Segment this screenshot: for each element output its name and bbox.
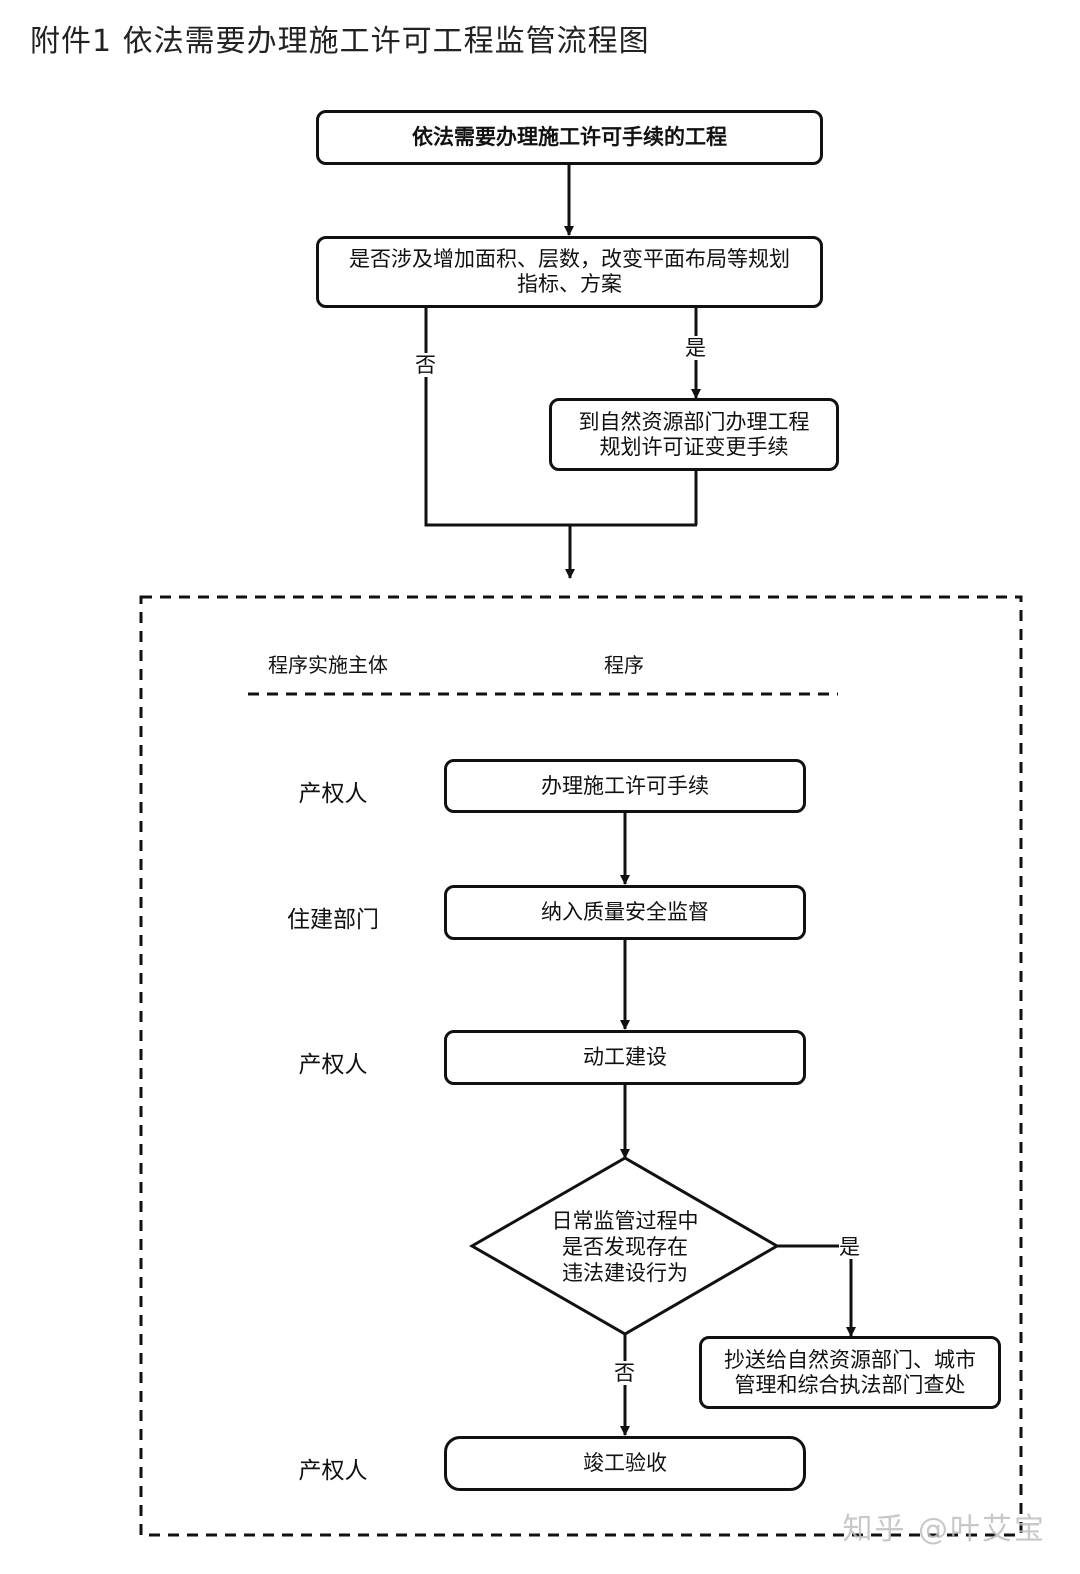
actor-construction: 产权人	[298, 1052, 368, 1078]
node-acceptance: 竣工验收	[444, 1436, 806, 1491]
actor-acceptance: 产权人	[298, 1458, 368, 1484]
node-construction: 动工建设	[444, 1030, 806, 1085]
edge-label-decision2-no: 否	[614, 1361, 635, 1385]
line-decision1-no	[424, 308, 697, 527]
header-procedure: 程序	[604, 653, 644, 677]
node-quality: 纳入质量安全监督	[444, 885, 806, 940]
node-report: 抄送给自然资源部门、城市 管理和综合执法部门查处	[699, 1336, 1001, 1409]
procedure-container	[139, 595, 1023, 1537]
actor-quality: 住建部门	[287, 907, 379, 933]
header-actor: 程序实施主体	[268, 653, 388, 677]
edge-label-decision1-yes: 是	[685, 336, 706, 360]
node-planning-change: 到自然资源部门办理工程 规划许可证变更手续	[549, 398, 839, 471]
page-title: 附件1 依法需要办理施工许可工程监管流程图	[30, 24, 650, 59]
actor-permit: 产权人	[298, 781, 368, 807]
node-decision2-text: 日常监管过程中 是否发现存在 违法建设行为	[551, 1209, 699, 1285]
node-start: 依法需要办理施工许可手续的工程	[316, 110, 823, 165]
arrow-decision2-yes	[777, 1244, 856, 1337]
edge-label-decision1-no: 否	[415, 353, 436, 377]
watermark: 知乎 @叶艾宝	[842, 1512, 1046, 1547]
node-decision1: 是否涉及增加面积、层数，改变平面布局等规划 指标、方案	[316, 236, 823, 308]
edge-label-decision2-yes: 是	[839, 1235, 860, 1259]
node-permit: 办理施工许可手续	[444, 759, 806, 813]
